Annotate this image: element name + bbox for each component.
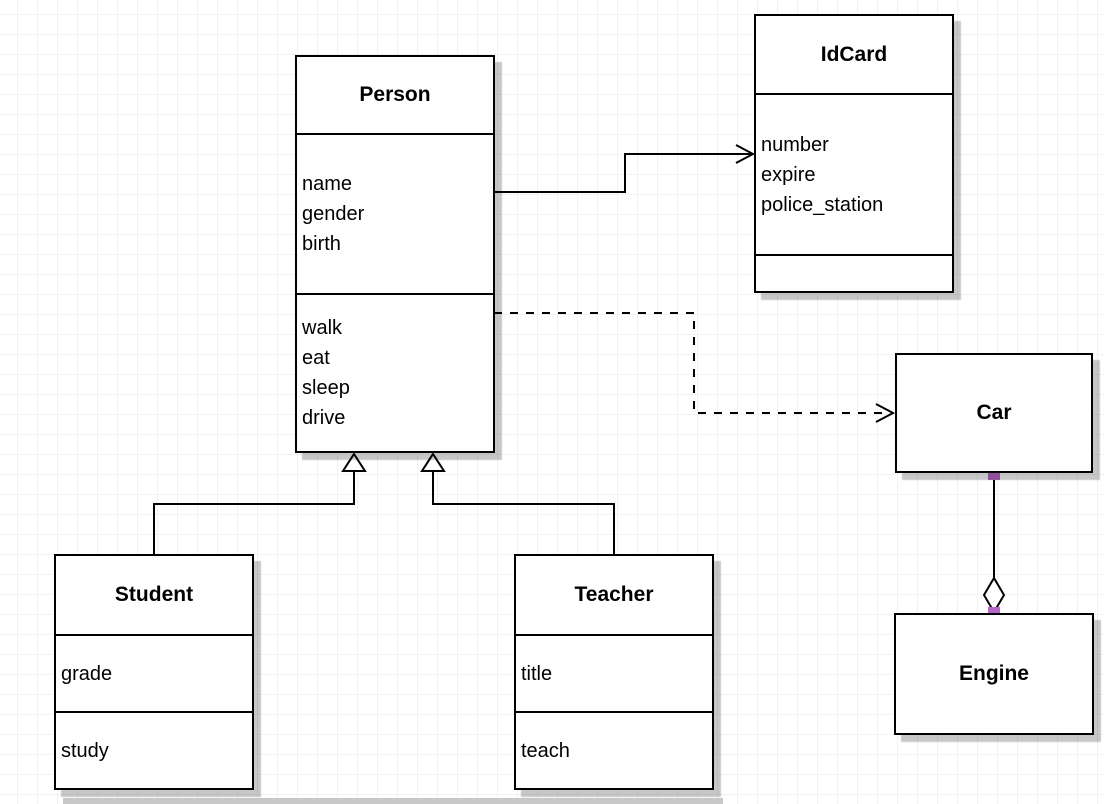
attribute: number xyxy=(761,133,829,156)
class-idcard[interactable]: IdCard number expire police_station xyxy=(754,14,954,293)
attribute: expire xyxy=(761,163,816,186)
class-engine[interactable]: Engine xyxy=(894,613,1094,735)
class-student[interactable]: Student grade study xyxy=(54,554,254,790)
edge-line xyxy=(432,472,615,554)
method: teach xyxy=(521,739,570,762)
class-car-title: Car xyxy=(976,401,1012,424)
edge-student-person-generalization[interactable] xyxy=(153,452,367,554)
attribute: name xyxy=(302,173,353,195)
class-person-methods: walk eat sleep drive xyxy=(297,293,493,451)
class-student-attributes: grade xyxy=(56,634,252,711)
class-person-title: Person xyxy=(359,83,431,106)
edge-car-engine-aggregation[interactable] xyxy=(982,468,1006,619)
attribute: title xyxy=(521,662,553,685)
class-teacher-title: Teacher xyxy=(574,583,654,606)
class-idcard-attributes: number expire police_station xyxy=(756,93,952,254)
method: drive xyxy=(302,407,346,429)
method: study xyxy=(61,739,109,762)
method: walk xyxy=(302,317,343,339)
class-teacher-methods: teach xyxy=(516,711,712,788)
method: sleep xyxy=(302,377,350,399)
attribute: birth xyxy=(302,233,341,255)
attribute: police_station xyxy=(761,193,884,216)
clipped-shape-shadow xyxy=(63,798,723,804)
class-person-attributes: name gender birth xyxy=(297,133,493,293)
class-teacher[interactable]: Teacher title teach xyxy=(514,554,714,790)
attribute: gender xyxy=(302,203,365,225)
class-engine-title: Engine xyxy=(958,662,1029,685)
edge-line xyxy=(494,312,884,414)
class-student-title: Student xyxy=(114,583,194,606)
class-car[interactable]: Car xyxy=(895,353,1093,473)
method: eat xyxy=(302,347,330,369)
class-idcard-methods-empty xyxy=(756,254,952,291)
hollow-triangle-icon xyxy=(420,452,446,472)
open-arrowhead-icon xyxy=(735,144,756,164)
edge-person-car-dependency[interactable] xyxy=(494,312,896,423)
class-student-methods: study xyxy=(56,711,252,788)
class-person[interactable]: Person name gender birth walk eat sleep … xyxy=(295,55,495,453)
class-idcard-title: IdCard xyxy=(820,42,888,66)
edge-line xyxy=(494,153,751,193)
attribute: grade xyxy=(61,662,113,685)
hollow-triangle-icon xyxy=(341,452,367,472)
edge-teacher-person-generalization[interactable] xyxy=(420,452,615,554)
edge-line xyxy=(153,472,355,554)
open-arrowhead-icon xyxy=(875,403,896,423)
edge-person-idcard-association[interactable] xyxy=(494,144,756,193)
class-teacher-attributes: title xyxy=(516,634,712,711)
